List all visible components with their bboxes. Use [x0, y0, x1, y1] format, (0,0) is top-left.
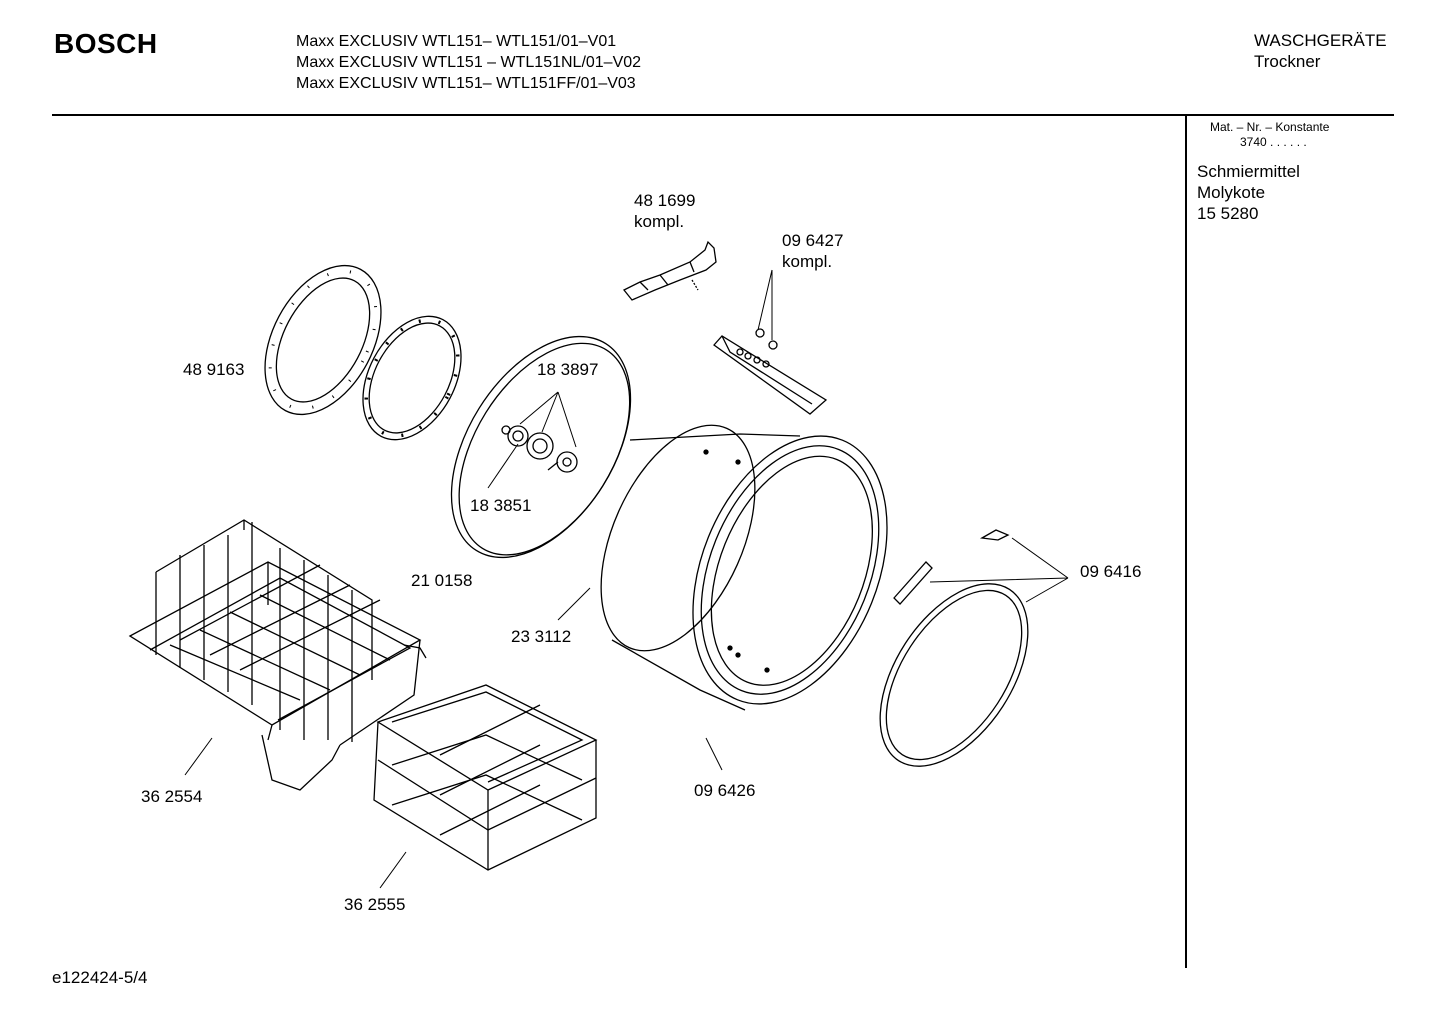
part-label-096416: 09 6416 [1080, 562, 1142, 581]
part-clip-large [893, 561, 933, 605]
material-number-header: Mat. – Nr. – Konstante [1210, 120, 1330, 134]
part-bracket-481699 [622, 240, 717, 301]
part-drum-rear-wall [450, 335, 632, 559]
leader-096427 [757, 269, 773, 340]
header-divider [52, 114, 1394, 116]
leader-233112 [557, 587, 591, 621]
part-label-233112: 23 3112 [511, 627, 572, 646]
lubricant-info: Schmiermittel Molykote 15 5280 [1197, 161, 1300, 224]
part-front-ring-096416 [879, 583, 1029, 767]
part-gasket-ring-489163 [264, 264, 382, 416]
lubricant-title: Schmiermittel [1197, 162, 1300, 181]
model-line-2: Maxx EXCLUSIV WTL151 – WTL151NL/01–V02 [296, 54, 642, 71]
part-seal-ring [362, 315, 462, 441]
part-label-096427: 09 6427 [782, 231, 844, 250]
model-list: Maxx EXCLUSIV WTL151– WTL151/01–V01 Maxx… [296, 31, 641, 94]
leader-362555 [379, 851, 407, 889]
part-label-210158: 21 0158 [411, 571, 473, 590]
model-line-3: Maxx EXCLUSIV WTL151– WTL151FF/01–V03 [296, 75, 636, 92]
part-filter-frame-362555 [373, 684, 598, 871]
category-sub: Trockner [1254, 52, 1321, 71]
part-label-096426: 09 6426 [694, 781, 756, 800]
part-label-362555: 36 2555 [344, 895, 406, 914]
category-main: WASCHGERÄTE [1254, 31, 1387, 50]
part-front-housing-096427 [713, 328, 828, 415]
material-number-value: 3740 . . . . . . [1240, 135, 1307, 149]
lubricant-name: Molykote [1197, 183, 1266, 202]
model-line-1: Maxx EXCLUSIV WTL151– WTL151/01–V01 [296, 33, 617, 50]
part-drum-233112 [600, 424, 888, 711]
part-label-096427-sub: kompl. [782, 252, 833, 271]
category-block: WASCHGERÄTE Trockner [1254, 30, 1387, 72]
part-label-183897: 18 3897 [537, 360, 599, 379]
leader-183897 [519, 391, 577, 448]
leader-096426 [705, 737, 723, 771]
part-label-489163: 48 9163 [183, 360, 245, 379]
diagram-code: e122424-5/4 [52, 968, 148, 987]
part-label-481699: 48 1699 [634, 191, 696, 210]
part-label-183851: 18 3851 [470, 496, 532, 515]
part-label-481699-sub: kompl. [634, 212, 685, 231]
leader-183851 [487, 443, 519, 489]
leader-096416 [929, 537, 1069, 603]
part-bearing-set-183897 [501, 425, 578, 473]
part-wire-basket-362554 [128, 519, 427, 791]
lubricant-number: 15 5280 [1197, 204, 1259, 223]
brand-logo: BOSCH [54, 28, 158, 59]
part-label-362554: 36 2554 [141, 787, 203, 806]
sidebar-divider [1185, 116, 1187, 968]
part-clip-small [979, 529, 1010, 541]
leader-362554 [184, 737, 213, 776]
